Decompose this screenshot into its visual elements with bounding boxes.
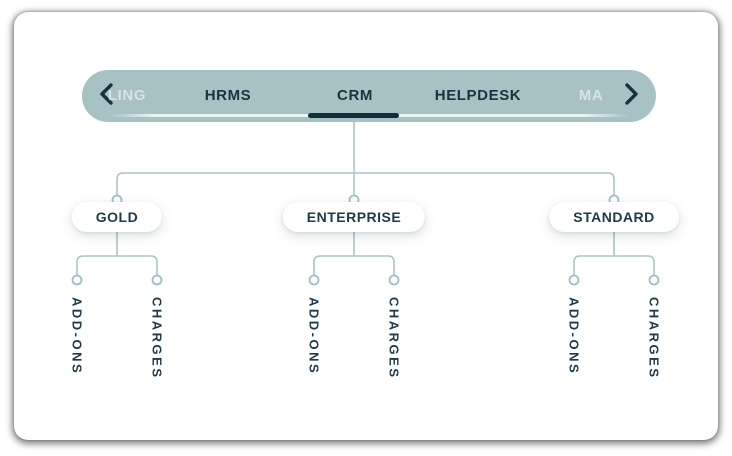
tab-ling-partial[interactable]: LING: [107, 87, 147, 104]
standard-charges-label: CHARGES: [646, 297, 662, 380]
tab-helpdesk[interactable]: HELPDESK: [434, 87, 522, 104]
enterprise-addons-label: ADD-ONS: [306, 297, 322, 376]
active-tab-underline: [308, 113, 399, 118]
tab-hrms[interactable]: HRMS: [204, 87, 252, 104]
plan-node-standard[interactable]: STANDARD: [549, 202, 679, 232]
plan-node-gold[interactable]: GOLD: [71, 202, 163, 232]
tab-ma-partial[interactable]: MA: [578, 87, 604, 104]
gold-charges-label: CHARGES: [149, 297, 165, 380]
diagram-card: LING HRMS CRM HELPDESK MA: [14, 12, 718, 440]
scroll-right-button[interactable]: [614, 70, 648, 122]
chevron-right-icon: [622, 82, 640, 111]
scroll-left-button[interactable]: [90, 70, 124, 122]
standard-addons-label: ADD-ONS: [566, 297, 582, 376]
gold-addons-label: ADD-ONS: [69, 297, 85, 376]
product-tab-bar: LING HRMS CRM HELPDESK MA: [82, 70, 656, 122]
tab-crm-active[interactable]: CRM: [337, 87, 373, 104]
plan-node-enterprise[interactable]: ENTERPRISE: [282, 202, 426, 232]
enterprise-charges-label: CHARGES: [386, 297, 402, 380]
chevron-left-icon: [98, 82, 116, 111]
